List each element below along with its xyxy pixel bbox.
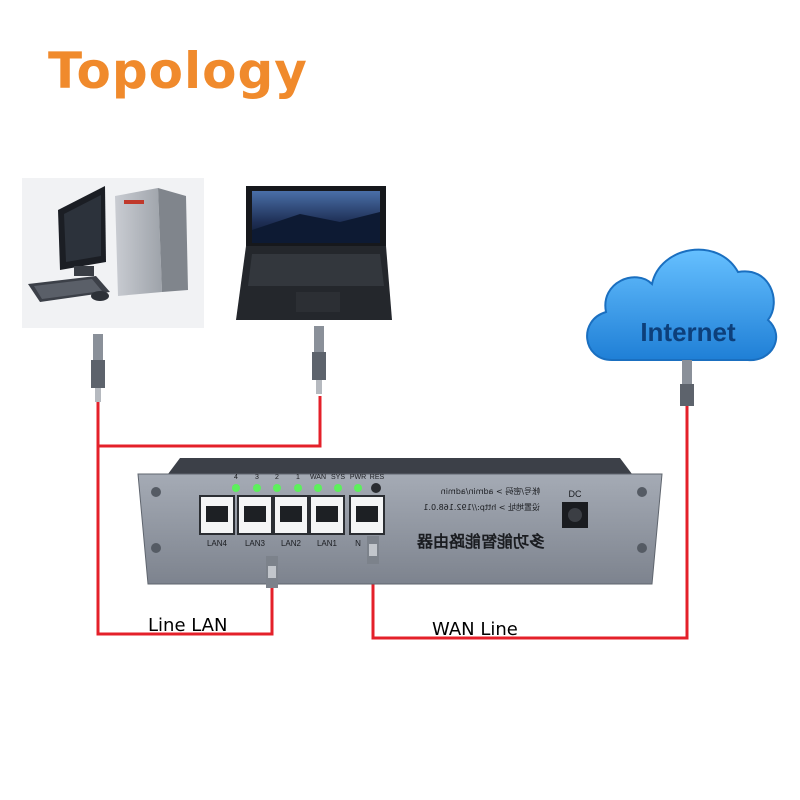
wan-line-label: WAN Line bbox=[432, 619, 518, 640]
cable-wires bbox=[96, 396, 689, 640]
desktop-cable-connector bbox=[91, 334, 105, 402]
router-leds: 4 3 2 1 WAN SYS PWR RES bbox=[232, 474, 385, 492]
ethernet-port-icon bbox=[349, 495, 385, 535]
port-label-lan3: LAN3 bbox=[245, 539, 266, 548]
port-label-wan: N bbox=[355, 539, 361, 548]
lan-port-plug bbox=[266, 556, 278, 588]
lan-line-label: Line LAN bbox=[148, 615, 227, 636]
dc-label: DC bbox=[569, 489, 582, 499]
led-label: SYS bbox=[331, 474, 345, 481]
led-label: 3 bbox=[255, 474, 259, 481]
panel-address: 设置地址 > http://192.168.0.1 bbox=[423, 502, 540, 512]
ethernet-port-icon bbox=[237, 495, 273, 535]
led-label: 1 bbox=[296, 474, 300, 481]
led-label: RES bbox=[370, 474, 385, 481]
panel-product-name: 多功能智能路由器 bbox=[416, 532, 545, 551]
wan-wire bbox=[371, 406, 689, 640]
lan-wire bbox=[96, 402, 274, 636]
cloud-label: Internet bbox=[640, 317, 736, 347]
laptop-wire bbox=[98, 396, 322, 448]
led-label: PWR bbox=[350, 474, 366, 481]
port-label-lan2: LAN2 bbox=[281, 539, 302, 548]
laptop-cable-connector bbox=[312, 326, 326, 394]
led-label: 2 bbox=[275, 474, 279, 481]
port-label-lan4: LAN4 bbox=[207, 539, 228, 548]
led-label: WAN bbox=[310, 474, 326, 481]
cloud-cable-connector bbox=[680, 360, 694, 406]
ethernet-port-icon bbox=[309, 495, 345, 535]
ethernet-port-icon bbox=[199, 495, 235, 535]
diagram-title: Topology bbox=[48, 42, 308, 100]
ethernet-port-icon bbox=[273, 495, 309, 535]
led-label: 4 bbox=[234, 474, 238, 481]
router-panel-text: 帐号/密码 > admin/admin 设置地址 > http://192.16… bbox=[416, 486, 545, 551]
desktop-pc-icon bbox=[22, 178, 204, 328]
port-label-lan1: LAN1 bbox=[317, 539, 338, 548]
wan-port-plug bbox=[367, 536, 379, 564]
router-ports: LAN4 LAN3 LAN2 LAN1 N bbox=[199, 495, 385, 548]
internet-cloud-icon: Internet bbox=[586, 248, 778, 362]
laptop-icon bbox=[236, 186, 392, 320]
panel-credentials: 帐号/密码 > admin/admin bbox=[441, 486, 540, 496]
